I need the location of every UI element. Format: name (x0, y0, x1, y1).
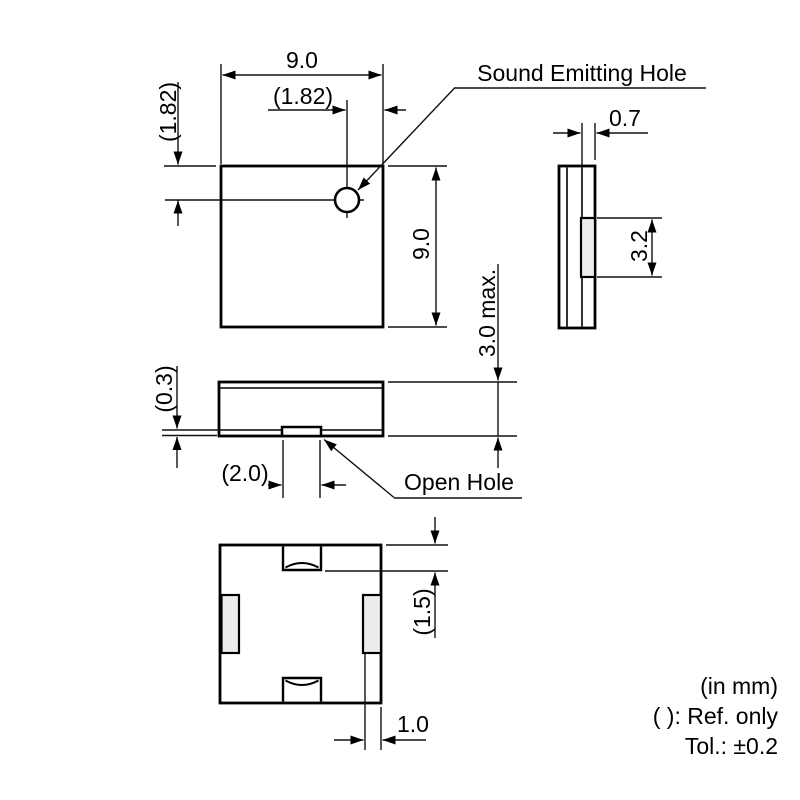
bottom-view-top-notch-arc (285, 562, 319, 569)
front-view: (0.3) 3.0 max. (2.0) Open Hole (151, 264, 522, 499)
dim-text-bottom-plate-thickness: (0.3) (151, 365, 177, 412)
note-reference: ( ): Ref. only (653, 703, 779, 729)
dim-text-hole-offset-y: (1.82) (155, 82, 181, 142)
dim-text-side-pad-height: 3.2 (626, 230, 652, 262)
dim-text-body-height: 3.0 max. (474, 269, 500, 357)
bottom-view-right-pad (361, 593, 383, 655)
dim-text-pad-width: 1.0 (397, 711, 429, 737)
note-tolerance: Tol.: ±0.2 (685, 733, 778, 759)
side-view-pad (579, 216, 597, 279)
note-units: (in mm) (700, 673, 778, 699)
open-hole-leader-line (323, 438, 395, 499)
bottom-view-body-outline (218, 543, 383, 705)
dim-text-top-height: 9.0 (408, 228, 434, 260)
dim-text-top-width: 9.0 (286, 47, 318, 73)
bottom-view-left-pad (220, 593, 241, 655)
dim-text-open-hole-width: (2.0) (221, 460, 268, 486)
bottom-view-top-notch (281, 546, 323, 572)
open-hole-label: Open Hole (404, 469, 514, 495)
bottom-view: (1.5) 1.0 (218, 517, 448, 750)
side-view: 0.7 3.2 (553, 105, 662, 330)
bottom-view-bottom-notch (281, 676, 323, 702)
dim-text-side-pad-width: 0.7 (609, 105, 641, 131)
bottom-view-bottom-notch-arc (285, 679, 319, 686)
sound-hole-leader-line (357, 87, 456, 191)
open-hole-bump (280, 425, 323, 438)
sound-hole-label: Sound Emitting Hole (477, 60, 687, 86)
top-view: 9.0 (1.82) (1.82) 9.0 Sound Emitting Hol… (155, 47, 706, 329)
notes-block: (in mm) ( ): Ref. only Tol.: ±0.2 (653, 673, 779, 759)
sound-emitting-hole (333, 186, 361, 214)
dim-text-hole-offset-x: (1.82) (273, 83, 333, 109)
dim-text-pad-inset: (1.5) (409, 588, 435, 635)
